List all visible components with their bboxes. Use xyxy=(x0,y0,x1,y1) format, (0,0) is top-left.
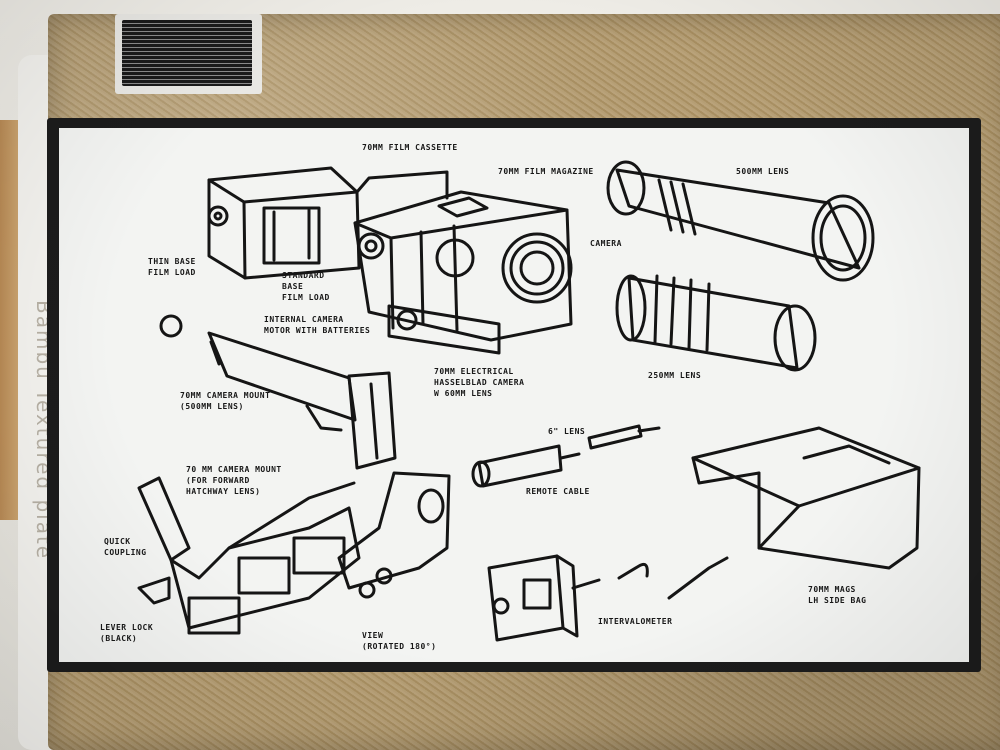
label-camera-mount-500: 70MM CAMERA MOUNT (500MM LENS) xyxy=(180,391,271,411)
label-thin-base: THIN BASE FILM LOAD xyxy=(148,257,196,277)
label-lever-lock: LEVER LOCK (BLACK) xyxy=(100,623,154,643)
label-lens-250: 250MM LENS xyxy=(648,371,702,380)
label-film-cassette: 70MM FILM CASSETTE xyxy=(362,143,458,152)
view-drawing xyxy=(337,471,451,599)
label-view: VIEW (ROTATED 180°) xyxy=(362,631,437,651)
label-camera: CAMERA xyxy=(590,239,622,248)
camera-drawing xyxy=(353,190,573,355)
label-film-magazine: 70MM FILM MAGAZINE xyxy=(498,167,594,176)
plate-grill-icon xyxy=(122,20,252,86)
label-stowage-bag: 70MM MAGS LH SIDE BAG xyxy=(808,585,867,605)
lens-250-drawing xyxy=(615,274,817,372)
stowage-bag-drawing xyxy=(691,426,921,570)
label-electrical-camera: 70MM ELECTRICAL HASSELBLAD CAMERA W 60MM… xyxy=(434,367,525,398)
camera-mount-500-drawing xyxy=(159,314,397,470)
label-internal-camera: INTERNAL CAMERA MOTOR WITH BATTERIES xyxy=(264,315,371,335)
label-standard-base: STANDARD BASE FILM LOAD xyxy=(282,271,330,302)
label-quick-coupling: QUICK COUPLING xyxy=(104,537,147,557)
label-camera-mount-fore: 70 MM CAMERA MOUNT (FOR FORWARD HATCHWAY… xyxy=(186,465,282,496)
label-lens-500: 500MM LENS xyxy=(736,167,790,176)
label-lens-6in: 6" LENS xyxy=(548,427,586,436)
film-magazine-drawing xyxy=(207,166,449,280)
lens-500-drawing xyxy=(606,160,875,282)
intervalometer-drawing xyxy=(487,554,729,642)
label-intervalometer: INTERVALOMETER xyxy=(598,617,673,626)
technical-drawing xyxy=(137,160,921,642)
remote-cable-drawing xyxy=(471,424,661,488)
label-remote-cable: REMOTE CABLE xyxy=(526,487,590,496)
camera-mount-fore-drawing xyxy=(137,476,361,635)
